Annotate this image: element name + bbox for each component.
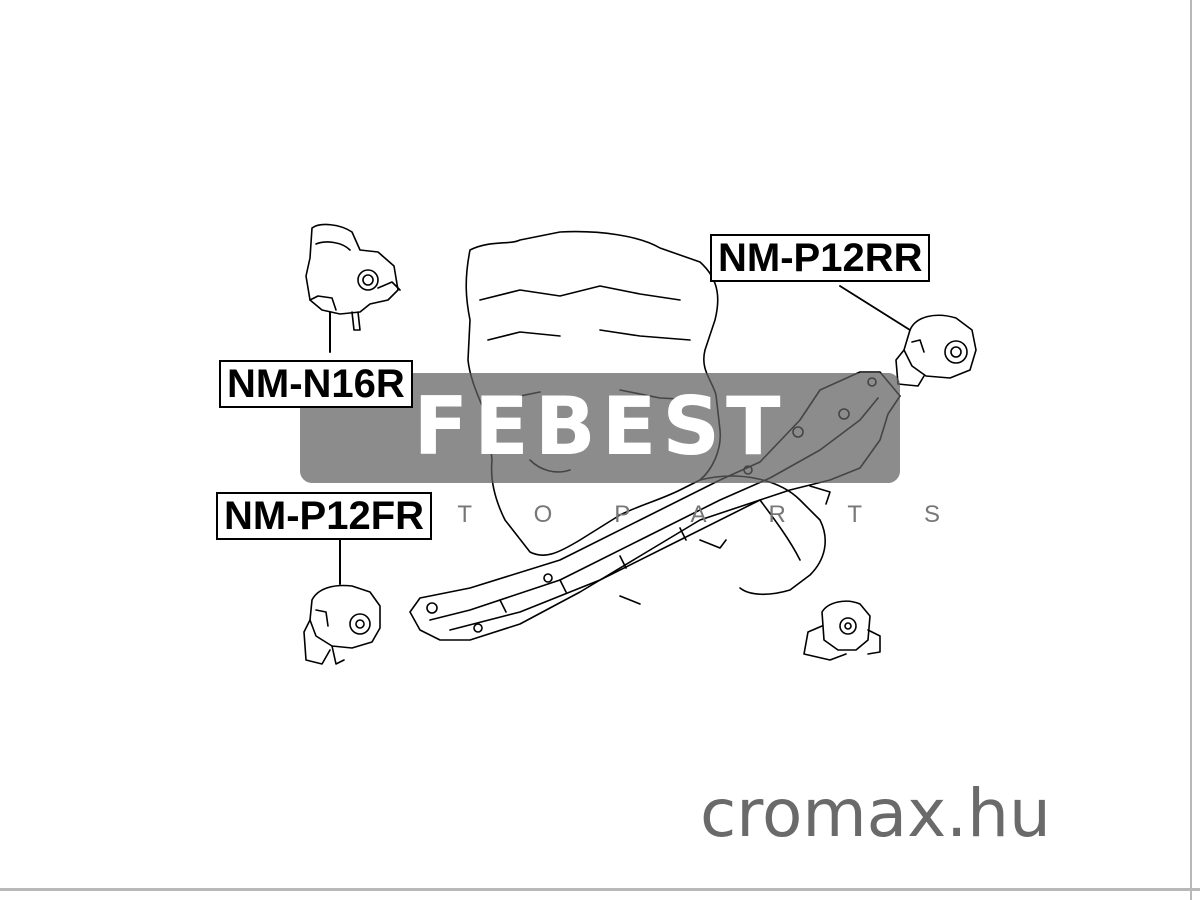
- mount-p12rr-icon: [839, 285, 977, 387]
- subframe-member-icon: [409, 371, 901, 641]
- mount-n16r-icon: [305, 223, 401, 353]
- frame-border-bottom: [0, 888, 1200, 891]
- part-label-p12rr: NM-P12RR: [710, 234, 931, 282]
- frame-border-right: [1190, 0, 1192, 900]
- mount-p12fr-icon: [303, 539, 381, 665]
- mount-rear-unlabeled-icon: [803, 600, 881, 661]
- watermark-text: cromax.hu: [700, 775, 1051, 852]
- part-label-n16r: NM-N16R: [219, 360, 413, 408]
- part-label-p12fr: NM-P12FR: [216, 492, 433, 540]
- logo-brand: FEBEST: [413, 380, 787, 473]
